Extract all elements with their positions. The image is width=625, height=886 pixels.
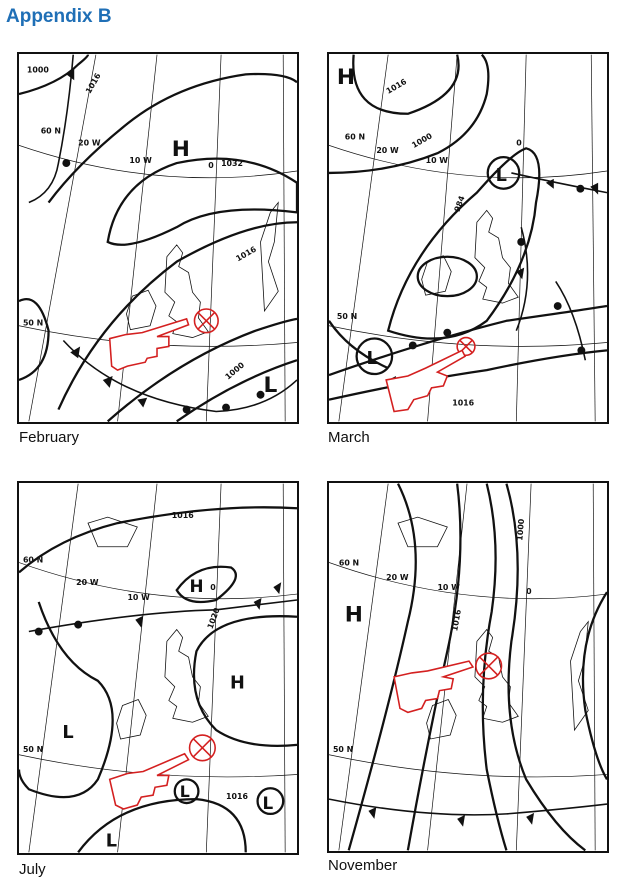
lon-label: 0 [526, 587, 532, 596]
graticule [329, 54, 607, 422]
isobar-label: 1016 [450, 608, 463, 632]
lon-label: 10 W [426, 156, 449, 165]
isobar-label: 1000 [410, 131, 434, 150]
caption-february: February [19, 429, 80, 446]
isobar-label: 1016 [226, 792, 248, 801]
map-july: 1016 1020 1016 60 N 50 N 20 W 10 W 0 H H… [17, 481, 299, 855]
front-symbols [62, 68, 265, 414]
lon-label: 20 W [76, 578, 99, 587]
location-marker-icon [193, 308, 219, 334]
pointing-hand-icon [108, 752, 190, 810]
isobar-label: 1000 [27, 65, 49, 74]
lat-label: 50 N [23, 745, 43, 754]
front-symbols [368, 806, 535, 827]
lon-label: 10 W [437, 583, 460, 592]
isobar-label: 1000 [515, 518, 526, 541]
map-november: 1016 1000 60 N 50 N 20 W 10 W 0 H [327, 481, 609, 853]
caption-march: March [328, 429, 370, 446]
weather-chart-november: 1016 1000 60 N 50 N 20 W 10 W 0 H [329, 483, 607, 851]
caption-july: July [19, 861, 46, 878]
lat-label: 50 N [23, 319, 43, 328]
fronts [28, 54, 297, 413]
low-pressure-centre: L [262, 793, 273, 813]
high-pressure-centre: H [345, 603, 363, 628]
low-pressure-centre: L [263, 373, 277, 398]
lat-label: 60 N [339, 558, 359, 567]
pointing-hand-icon [393, 660, 475, 714]
isobar-labels: 1016 1000 60 N 50 N 20 W 10 W 0 [333, 518, 532, 754]
caption-november: November [328, 857, 398, 874]
lat-label: 60 N [23, 556, 43, 565]
pointing-hand-icon [108, 317, 190, 371]
lat-label: 60 N [41, 127, 61, 136]
low-pressure-centre: L [496, 166, 507, 186]
front-symbols [34, 582, 282, 636]
isobar-label: 1000 [223, 360, 246, 381]
isobar-label: 1016 [234, 244, 258, 263]
low-pressure-centre: L [62, 723, 73, 743]
lon-label: 0 [516, 138, 522, 147]
map-march: 1016 1000 984 1016 60 N 50 N 20 W 10 W 0… [327, 52, 609, 424]
low-pressure-centre: L [366, 349, 377, 369]
isobars [19, 54, 297, 422]
isobar-label: 1016 [172, 511, 194, 520]
lon-label: 0 [208, 161, 214, 170]
lat-label: 50 N [333, 745, 353, 754]
fronts [28, 599, 297, 633]
isobar-labels: 1016 1020 1016 60 N 50 N 20 W 10 W 0 [23, 511, 249, 801]
lon-label: 0 [210, 583, 216, 592]
location-marker-icon [188, 734, 216, 762]
isobars [19, 506, 297, 853]
isobar-label: 1016 [385, 77, 409, 96]
graticule [19, 54, 297, 422]
high-pressure-centre: H [230, 674, 245, 694]
lon-label: 20 W [78, 138, 101, 147]
location-marker-icon [475, 652, 503, 680]
isobars [347, 483, 607, 851]
isobar-label: 1016 [84, 71, 103, 95]
isobar-label: 1032 [221, 159, 243, 168]
lon-label: 20 W [376, 146, 399, 155]
high-pressure-centre: H [337, 65, 355, 90]
coastline-uk [421, 209, 519, 304]
lon-label: 20 W [386, 573, 409, 582]
high-pressure-centre: H [172, 137, 190, 162]
high-pressure-centre: H [190, 576, 204, 596]
low-pressure-centre: L [106, 831, 117, 851]
lon-label: 10 W [129, 156, 152, 165]
weather-chart-july: 1016 1020 1016 60 N 50 N 20 W 10 W 0 H H… [19, 483, 297, 853]
isobar-label: 1016 [452, 399, 474, 408]
map-february: 1000 1016 1032 1016 1000 60 N 50 N 20 W … [17, 52, 299, 424]
weather-chart-february: 1000 1016 1032 1016 1000 60 N 50 N 20 W … [19, 54, 297, 422]
pointing-hand-icon [385, 349, 467, 413]
coastline-uk [87, 516, 209, 740]
lat-label: 50 N [337, 312, 357, 321]
low-pressure-centre: L [180, 782, 190, 801]
coastline-uk [397, 516, 589, 740]
lat-label: 60 N [345, 132, 365, 141]
weather-chart-march: 1016 1000 984 1016 60 N 50 N 20 W 10 W 0… [329, 54, 607, 422]
fronts [329, 798, 607, 816]
lon-label: 10 W [127, 593, 150, 602]
isobars [329, 54, 607, 401]
page-title: Appendix B [6, 6, 112, 27]
